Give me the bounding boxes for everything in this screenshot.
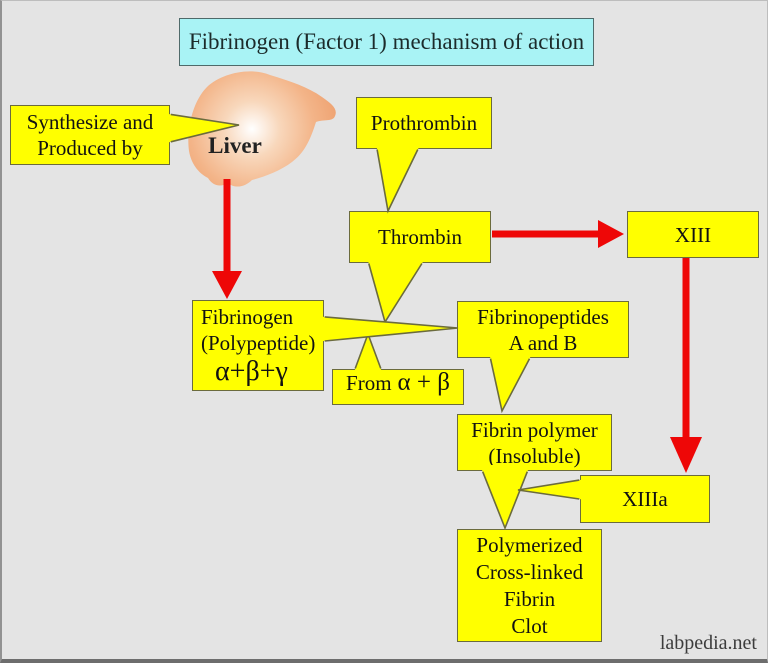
liver-label: Liver [208,133,262,158]
node-synthesize-line1: Synthesize and [26,110,154,134]
arrow-thrombin-to-xiii [492,220,624,248]
node-clot-line2: Cross-linked [475,559,584,584]
node-thrombin-label: Thrombin [378,225,462,249]
node-fibrin-clot: Polymerized Cross-linked Fibrin Clot [457,529,602,642]
node-xiii-label: XIII [674,222,712,247]
node-xiiia: XIIIa [580,475,710,523]
node-clot-line1: Polymerized [476,532,583,557]
callout-pointer-fibrinogen-fibrinopeptides [314,316,459,342]
node-from-formula: α + β [397,369,450,396]
node-fibrinogen-formula: α+β+γ [215,355,288,387]
watermark: labpedia.net [659,632,757,654]
node-from-alpha-beta: From α + β [332,369,464,405]
callout-pointer-fibrinopeptides-polymer [489,352,533,414]
node-fibrinopeptides-line2: A and B [508,330,578,355]
diagram-title: Fibrinogen (Factor 1) mechanism of actio… [179,18,594,66]
node-synthesize-line2: Produced by [37,136,143,160]
arrow-liver-to-fibrinogen [212,179,242,299]
node-prothrombin-label: Prothrombin [370,111,478,135]
node-fibrinopeptides: Fibrinopeptides A and B [457,301,629,358]
node-fibrinogen-line1: Fibrinogen [201,304,294,329]
node-xiii: XIII [627,211,759,258]
node-fibrin-polymer: Fibrin polymer (Insoluble) [457,414,612,471]
node-fibrinogen: Fibrinogen (Polypeptide) α+β+γ [192,300,324,391]
node-fibrin-polymer-line1: Fibrin polymer [471,417,598,442]
callout-pointer-xiiia-polymer [517,479,586,500]
node-xiiia-label: XIIIa [622,487,668,511]
node-prothrombin: Prothrombin [356,97,492,149]
callout-pointer-polymer-clot [480,465,530,531]
callout-pointer-prothrombin-thrombin [376,143,421,214]
node-fibrinogen-line2: (Polypeptide) [201,330,316,355]
node-thrombin: Thrombin [349,211,491,263]
liver-illustration [188,71,336,187]
arrow-xiii-to-xiiia [670,258,702,473]
node-fibrin-polymer-line2: (Insoluble) [488,443,581,468]
node-synthesize: Synthesize and Produced by [10,105,170,165]
node-fibrinopeptides-line1: Fibrinopeptides [477,304,609,329]
node-clot-line3: Fibrin [503,586,556,611]
node-clot-line4: Clot [511,613,548,638]
diagram-title-text: Fibrinogen (Factor 1) mechanism of actio… [188,29,585,54]
callout-pointer-thrombin-junction [367,257,426,324]
node-from-prefix: From [346,371,392,395]
